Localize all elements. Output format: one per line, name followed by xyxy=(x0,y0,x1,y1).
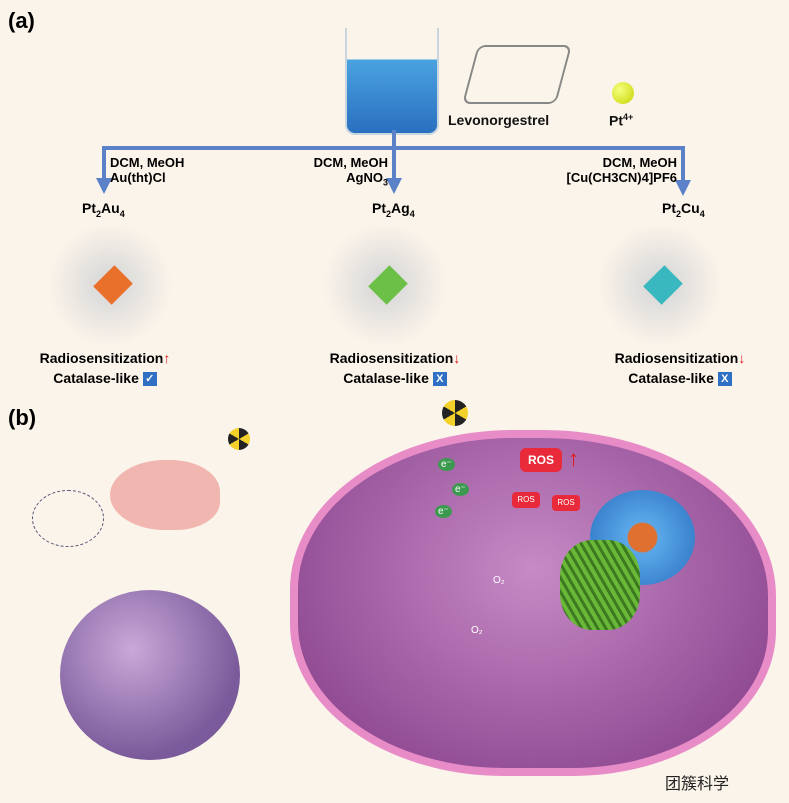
ligand-label: Levonorgestrel xyxy=(448,112,550,128)
tumor-illustration xyxy=(60,590,240,760)
pt2cu4-properties: Radiosensitization↓Catalase-like X xyxy=(614,350,746,387)
radiation-icon xyxy=(228,428,250,450)
golgi xyxy=(560,540,640,630)
pt-ion-icon xyxy=(612,82,634,104)
product-pt2cu4: Pt2Cu4 xyxy=(662,200,705,219)
product-pt2ag4: Pt2Ag4 xyxy=(372,200,415,219)
mouse-illustration xyxy=(110,460,220,530)
panel-b-label: (b) xyxy=(8,405,37,430)
ros-burst-small: ROS xyxy=(512,492,540,508)
ros-burst-small: ROS xyxy=(552,495,580,511)
panel-a-label: (a) xyxy=(8,8,35,33)
pt-ion-label: Pt4+ xyxy=(609,112,634,129)
product-pt2au4: Pt2Au4 xyxy=(82,200,125,219)
nanocluster-inset xyxy=(32,490,104,547)
beaker-illustration xyxy=(345,28,439,135)
pt2cu4-structure xyxy=(575,225,745,345)
branch-cu-conditions: DCM, MeOH[Cu(CH3CN)4]PF6 xyxy=(566,155,678,185)
pt2ag4-properties: Radiosensitization↓Catalase-like X xyxy=(329,350,461,387)
cell-illustration xyxy=(290,430,776,776)
pt2ag4-structure xyxy=(300,225,470,345)
electron: e⁻ xyxy=(438,458,455,471)
watermark: 团簇科学 xyxy=(665,776,730,793)
ros-burst-large: ROS xyxy=(520,448,562,472)
oxygen-label: O₂ xyxy=(471,625,483,636)
electron: e⁻ xyxy=(452,483,469,496)
electron: e⁻ xyxy=(435,505,452,518)
radiation-icon xyxy=(442,400,468,426)
ros-increase-arrow: ↑ xyxy=(568,446,579,471)
oxygen-label: O₂ xyxy=(493,575,505,586)
pt2au4-properties: Radiosensitization↑Catalase-like ✓ xyxy=(39,350,171,387)
branch-arrows xyxy=(96,130,691,196)
pt2au4-structure xyxy=(25,225,195,345)
